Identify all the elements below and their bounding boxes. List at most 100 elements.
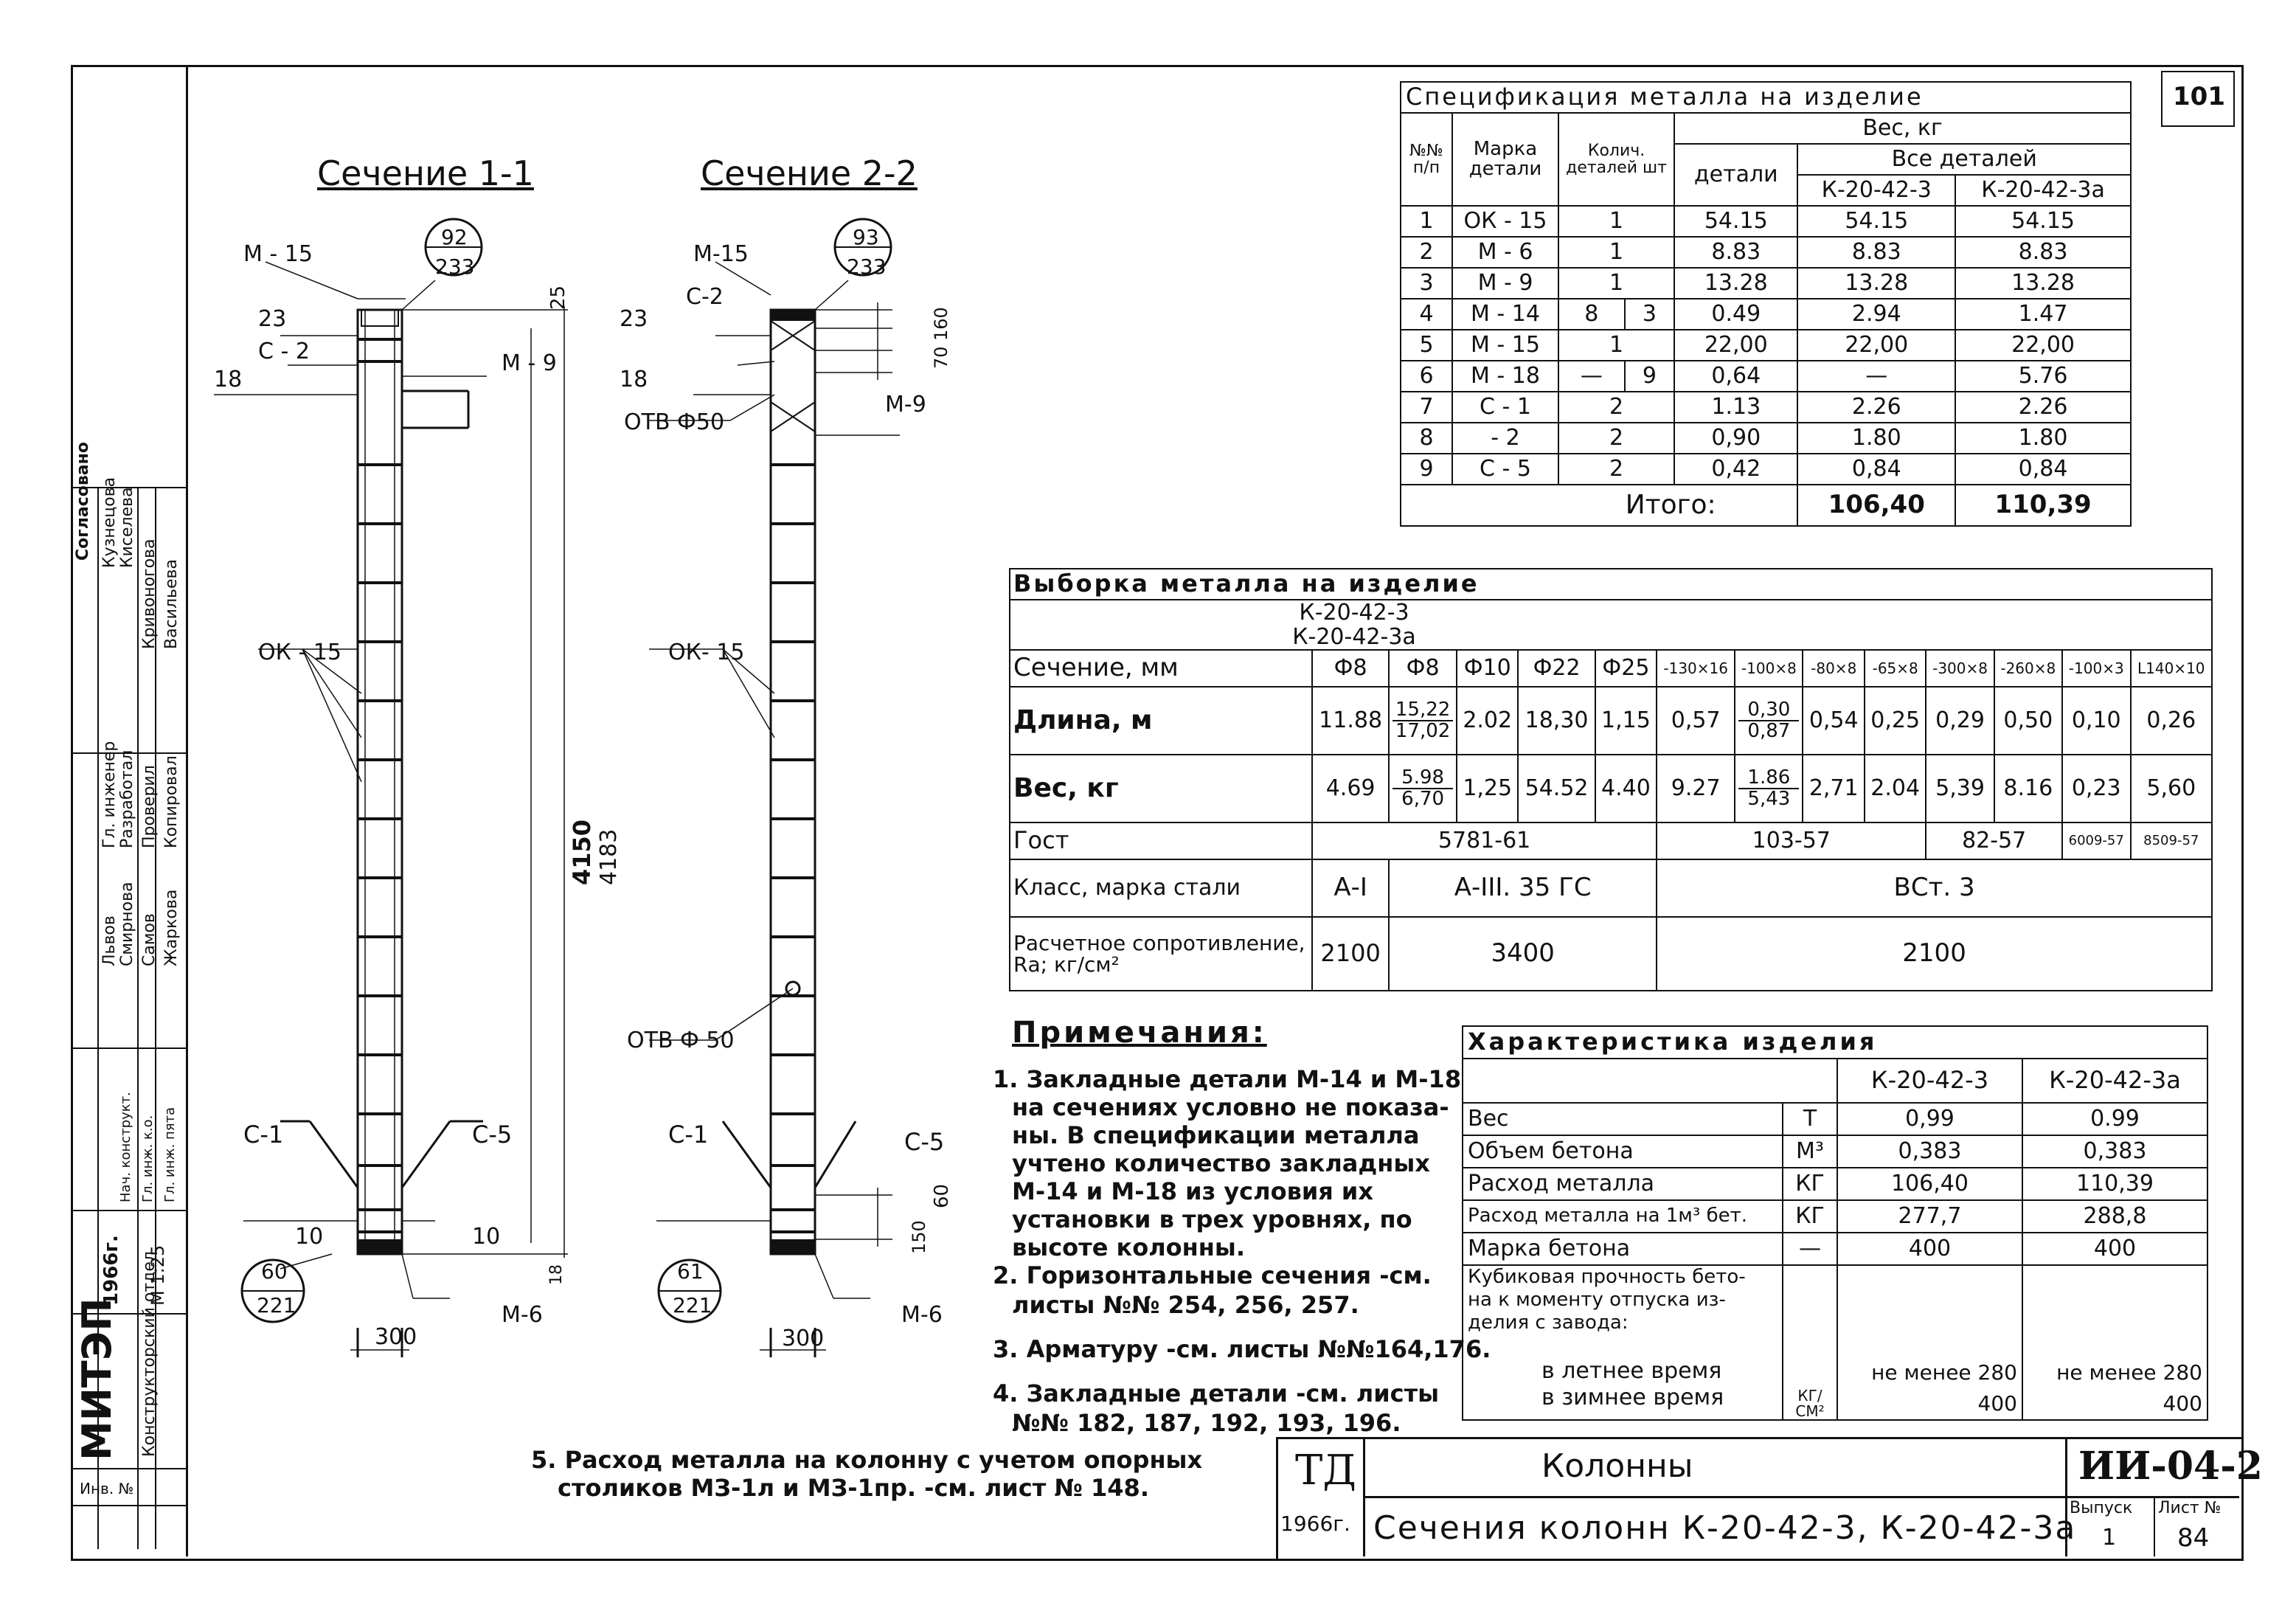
cell: Расход металла на 1м³ бет. [1462,1199,1783,1233]
s1-dim-25: 25 [547,285,569,310]
cell: 3 [1623,298,1676,330]
spec-total-b: 110,39 [1955,484,2132,527]
stamp-code: ИИ-04-2 [2078,1444,2263,1489]
s2-c1-label: С-1 [668,1121,709,1149]
cell: 0.99 [2022,1102,2208,1136]
cell: 8.83 [1797,236,1957,269]
s1-10-left: 10 [295,1224,324,1250]
title-stamp [1276,1437,2244,1561]
spec-h-mark: Марка детали [1452,112,1559,207]
s1-m15-label: М - 15 [243,241,313,267]
note-5-line: столиков МЗ-1л и МЗ-1пр. -см. лист № 148… [558,1474,1149,1502]
cell: Объем бетона [1462,1135,1783,1168]
sel-res2: 3400 [1388,916,1658,991]
char-h-k3: К-20-42-3 [1837,1058,2023,1104]
char-summer-b: не менее 280 [2056,1360,2202,1385]
sel-gost3: 82-57 [1925,822,2063,860]
sel-col: -100×3 [2061,649,2132,688]
sel-col: L140×10 [2129,649,2213,688]
sel-sub1: К-20-42-3 [1299,600,1409,626]
cell: Марка бетона [1462,1232,1783,1266]
stamp-year: 1966г. [1280,1511,1350,1536]
cell: 2 [1400,236,1453,269]
role-label: Проверил [140,765,159,848]
sel-class3: ВСт. 3 [1656,859,2213,918]
cell: 4 [1400,298,1453,330]
role-label: Разработал [118,749,136,848]
spec-table: Спецификация металла на изделие №№ п/п М… [1399,81,2132,527]
fraction-top: 15,22 [1392,699,1453,721]
strip-year: 1966г. [100,1235,122,1306]
cell: 54.15 [1955,205,2132,238]
cell: 13.28 [1674,267,1799,299]
sel-col: Ф10 [1455,649,1519,688]
spec-h-k3a: К-20-42-3а [1955,174,2132,207]
strip-line [71,487,186,488]
cell: 9.27 [1656,754,1736,823]
staff-name: Самов [140,913,159,966]
char-winter-a: 400 [1977,1391,2017,1416]
cell: 7 [1400,391,1453,423]
stamp-title2: Сечения колонн К-20-42-3, К-20-42-3а [1373,1509,2077,1547]
section-2-title: Сечение 2-2 [701,153,918,193]
s1-c5-label: С-5 [472,1121,513,1149]
cell: 2 [1557,422,1676,454]
cell: 0,50 [1993,686,2063,755]
cell: 22,00 [1674,329,1799,361]
s2-dim-70: 70 [931,346,951,369]
cell: 4.40 [1594,754,1658,823]
sel-title: Выборка металла на изделие [1009,568,2213,600]
fraction-bottom: 5,43 [1747,788,1791,810]
sel-col: -260×8 [1993,649,2063,688]
note-2-line: 2. Горизонтальные сечения -см. [993,1261,1432,1289]
stamp-title1: Колонны [1541,1447,1693,1485]
cell: 8 [1558,298,1626,330]
cell: М³ [1782,1135,1838,1168]
spec-total-a: 106,40 [1797,484,1957,527]
strip-dept: Конструкторский отдел [140,1251,159,1457]
cell: 0.49 [1674,298,1799,330]
cell: 2.04 [1863,754,1927,823]
cell: 0,383 [2022,1135,2208,1168]
cell: 0,42 [1674,453,1799,485]
sel-row-section: Сечение, мм [1009,649,1313,688]
cell: Вес [1462,1102,1783,1136]
cell: 1 [1400,205,1453,238]
cell: 8.83 [1674,236,1799,269]
cell: 22,00 [1955,329,2132,361]
stamp-org: ТД [1295,1447,1356,1495]
strip-line [71,1210,186,1211]
cell: 2.94 [1797,298,1957,330]
sel-gost5: 8509-57 [2129,822,2213,860]
cell: 2 [1557,391,1676,423]
cell: 9 [1623,360,1676,392]
s2-otv-bottom: ОТВ Ф 50 [627,1028,735,1053]
cell: — [1782,1232,1838,1266]
cell: 8.83 [1955,236,2132,269]
stamp-issue-label: Выпуск [2070,1499,2133,1517]
s2-circle-top: 93 [853,225,879,249]
cell: 0,84 [1955,453,2132,485]
cell: 54.15 [1674,205,1799,238]
cell: 8.16 [1993,754,2063,823]
stamp-issue: 1 [2102,1525,2117,1551]
strip-line [137,487,139,1549]
cell: 1,25 [1455,754,1519,823]
sel-sub2: К-20-42-3а [1292,624,1416,650]
spec-h-weight: Вес, кг [1674,112,2132,145]
s1-m6-label: М-6 [502,1302,543,1328]
cell: ОК - 15 [1452,205,1559,238]
sel-row-gost: Гост [1009,822,1313,860]
char-cube-line: делия с завода: [1468,1312,1629,1334]
sel-col: Ф8 [1388,649,1457,688]
agreed-name: Васильева [162,559,181,649]
staff-name: Смирнова [118,882,136,966]
cell: Расход металла [1462,1167,1783,1201]
